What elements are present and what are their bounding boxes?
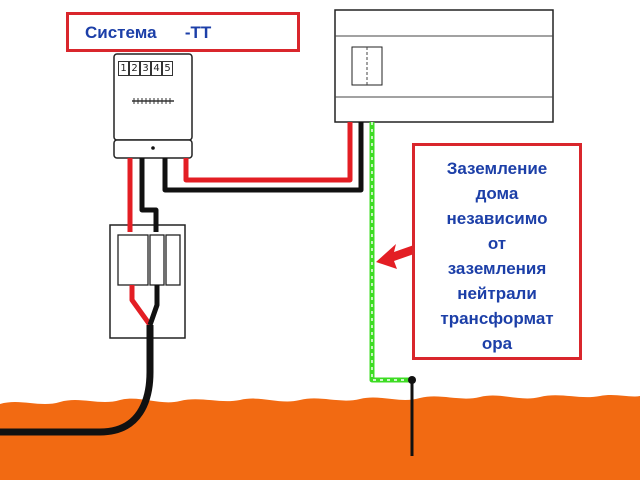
- house-distribution-panel: [334, 9, 554, 123]
- meter-digit: 2: [129, 61, 140, 76]
- note-line: дома: [475, 184, 519, 203]
- note-line: ора: [481, 334, 513, 353]
- title-box: Система -ТТ: [66, 12, 300, 52]
- meter-digit: 3: [140, 61, 151, 76]
- meter-digit: 4: [151, 61, 162, 76]
- diagram-title: Система -ТТ: [85, 23, 212, 42]
- phase-wire: [127, 122, 353, 327]
- meter-digit: 5: [162, 61, 173, 76]
- meter-counter: 1 2 3 4 5: [118, 61, 173, 76]
- note-box: Заземление дома независимо от заземления…: [412, 143, 582, 360]
- ground-wire: [369, 122, 410, 383]
- note-line: от: [487, 234, 507, 253]
- note-line: независимо: [446, 209, 548, 228]
- note-line: Заземление: [446, 159, 548, 178]
- earth-ground: [0, 395, 640, 480]
- note-line: заземления: [447, 259, 547, 278]
- ground-electrode: [408, 376, 416, 456]
- meter-digit: 1: [118, 61, 129, 76]
- pointer-arrow: [376, 244, 414, 269]
- neutral-wire: [0, 122, 364, 436]
- note-line: трансформат: [440, 309, 554, 328]
- note-line: нейтрали: [457, 284, 537, 303]
